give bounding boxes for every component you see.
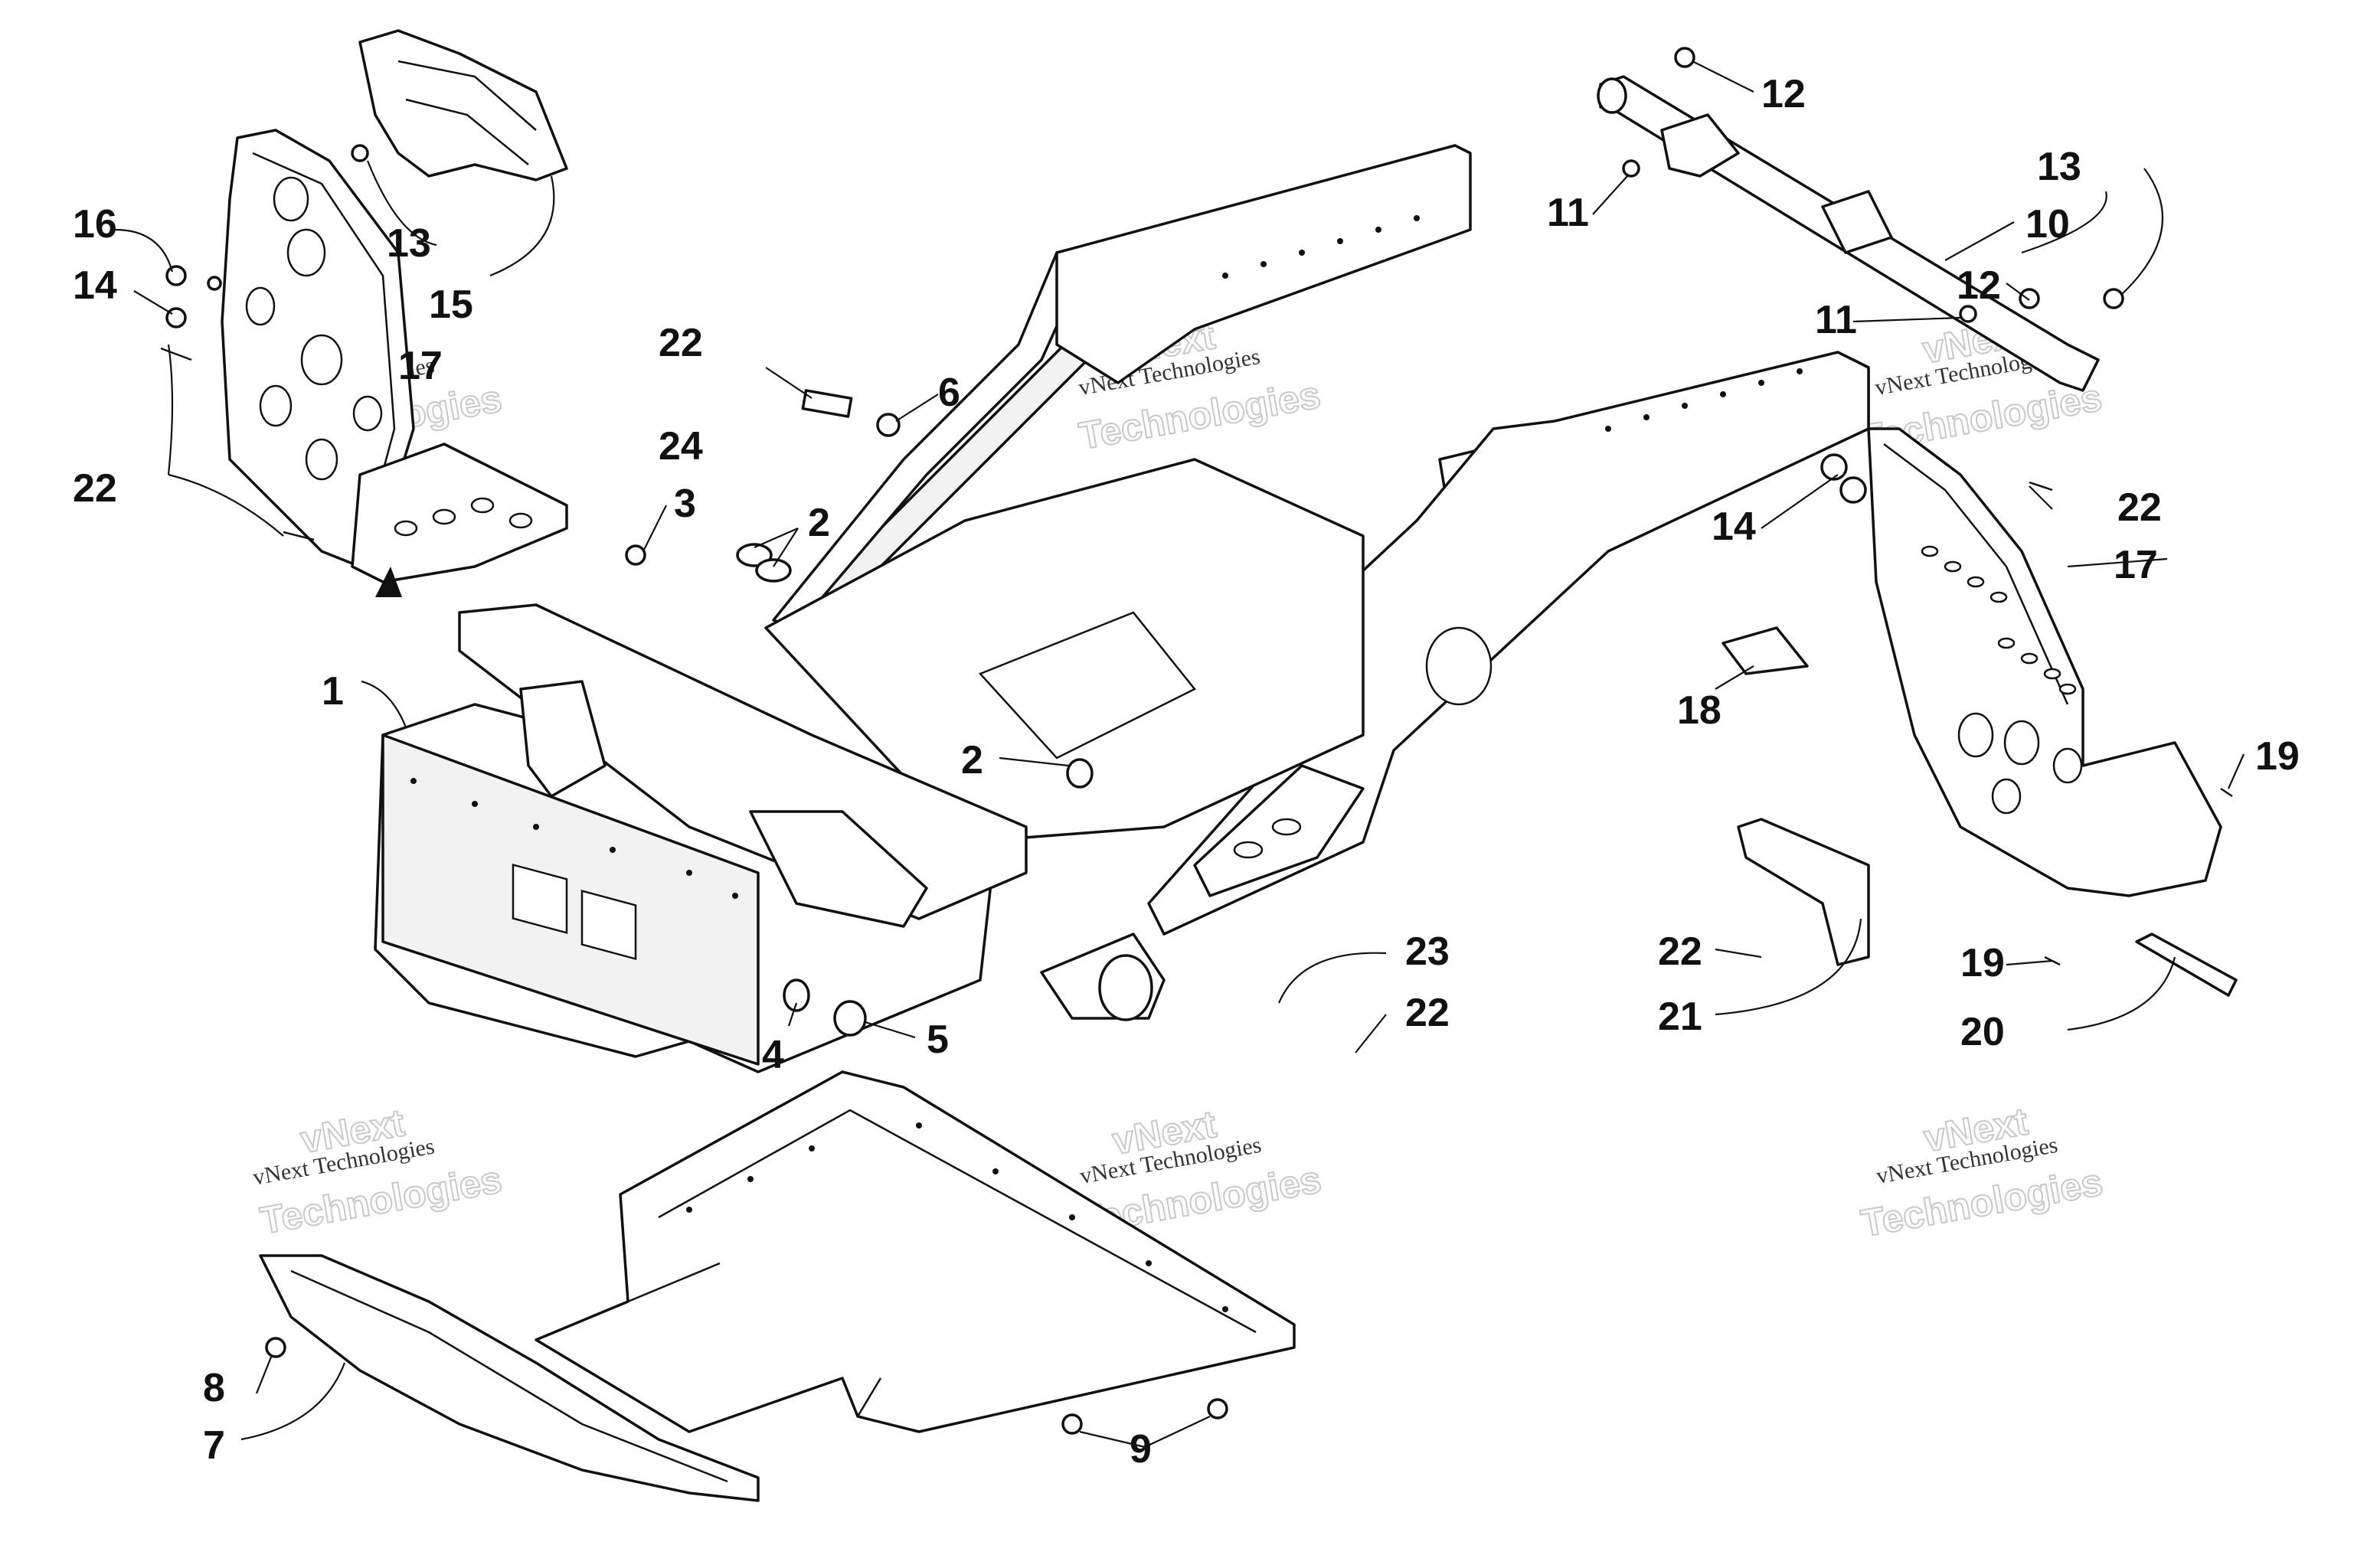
callout-19: 19 [2255, 734, 2300, 779]
part-9-screw [1061, 1413, 1083, 1435]
callout-22: 22 [1658, 929, 1702, 974]
callout-22: 22 [73, 466, 117, 511]
callout-19: 19 [1960, 941, 2005, 985]
callout-20: 20 [1960, 1010, 2005, 1054]
frame-front-face [381, 733, 760, 1066]
callout-11: 11 [1547, 191, 1589, 235]
part-20-strip [2135, 933, 2238, 997]
floor-rivets [686, 1122, 1228, 1312]
callout-12: 12 [1761, 72, 1806, 116]
tube-end [1098, 954, 1153, 1021]
part-8-screw [265, 1337, 286, 1358]
callout-3: 3 [674, 482, 696, 526]
callout-5: 5 [927, 1018, 949, 1062]
callout-16: 16 [73, 202, 117, 247]
leader-lines [114, 60, 2245, 1449]
shaft-clamp [1660, 113, 1740, 178]
part-13-bolt [2103, 288, 2124, 309]
part-15-shroud [358, 29, 568, 181]
callout-6: 6 [938, 371, 960, 415]
bolt-icon [351, 144, 369, 162]
tread-perforation [1921, 545, 2077, 695]
floor-panel [535, 1070, 1296, 1433]
callout-8: 8 [203, 1366, 225, 1410]
part-2-spacer [755, 558, 792, 583]
callout-14: 14 [1712, 505, 1756, 549]
footrest-tread [351, 443, 568, 583]
callout-14: 14 [73, 263, 117, 308]
nut-icon [165, 265, 187, 286]
callout-17: 17 [2114, 543, 2158, 587]
part-17-footrest-plate-right [1867, 427, 2222, 897]
part-2-spacer [736, 543, 773, 567]
right-footrest-assembly [1721, 427, 2238, 997]
part-7-skid-plate [259, 1254, 760, 1502]
part-18-bracket [1721, 626, 1809, 675]
frame-bracket-left [519, 680, 607, 798]
callout-2: 2 [961, 738, 983, 782]
callout-18: 18 [1677, 688, 1721, 733]
part-5-washer [833, 1000, 867, 1037]
frame-bracket-right [749, 810, 928, 928]
rear-shaft-assembly [1597, 47, 2124, 392]
part-3-bolt [625, 544, 646, 566]
part-14-nut [1839, 476, 1867, 504]
callout-22: 22 [2117, 485, 2162, 530]
left-footrest-assembly [160, 29, 568, 597]
part-21-bracket [1737, 818, 1870, 966]
part-4-bushing [783, 978, 810, 1012]
callout-10: 10 [2026, 202, 2070, 247]
callout-11: 11 [1815, 298, 1857, 342]
callout-labels: 1 2 2 3 4 5 6 7 8 9 10 11 11 12 12 13 13… [73, 72, 2300, 1472]
callout-23: 23 [1405, 929, 1450, 974]
callout-7: 7 [203, 1423, 225, 1468]
washer-icon [207, 276, 222, 291]
part-9-screw [1207, 1398, 1228, 1419]
callout-15: 15 [429, 283, 473, 327]
callout-13: 13 [387, 221, 431, 266]
callout-9: 9 [1130, 1427, 1152, 1472]
callout-2: 2 [808, 501, 830, 545]
callout-22: 22 [1405, 991, 1450, 1035]
part-11-nut [1622, 159, 1640, 178]
callout-12: 12 [1957, 263, 2001, 308]
part-14-nut [1820, 453, 1848, 481]
nut-icon [165, 307, 187, 328]
callout-21: 21 [1658, 995, 1702, 1039]
callout-24: 24 [659, 424, 703, 469]
part-12-bolt [2019, 288, 2040, 309]
frame-rivets [410, 215, 1803, 899]
part-2-spacer [1066, 758, 1094, 789]
callout-4: 4 [762, 1033, 784, 1077]
part-12-bolt [1674, 47, 1695, 68]
part-24-clip [801, 389, 853, 418]
belly-pan-assembly [259, 1070, 1296, 1502]
part-11-nut [1959, 305, 1977, 323]
callout-17: 17 [398, 344, 443, 388]
callout-22: 22 [659, 321, 703, 365]
part-6-grommet [876, 413, 901, 437]
main-frame [374, 144, 1870, 1073]
direction-arrow-icon [375, 567, 402, 597]
callout-1: 1 [322, 669, 344, 714]
callout-13: 13 [2037, 145, 2081, 189]
shaft-mid-collar [1821, 190, 1893, 254]
